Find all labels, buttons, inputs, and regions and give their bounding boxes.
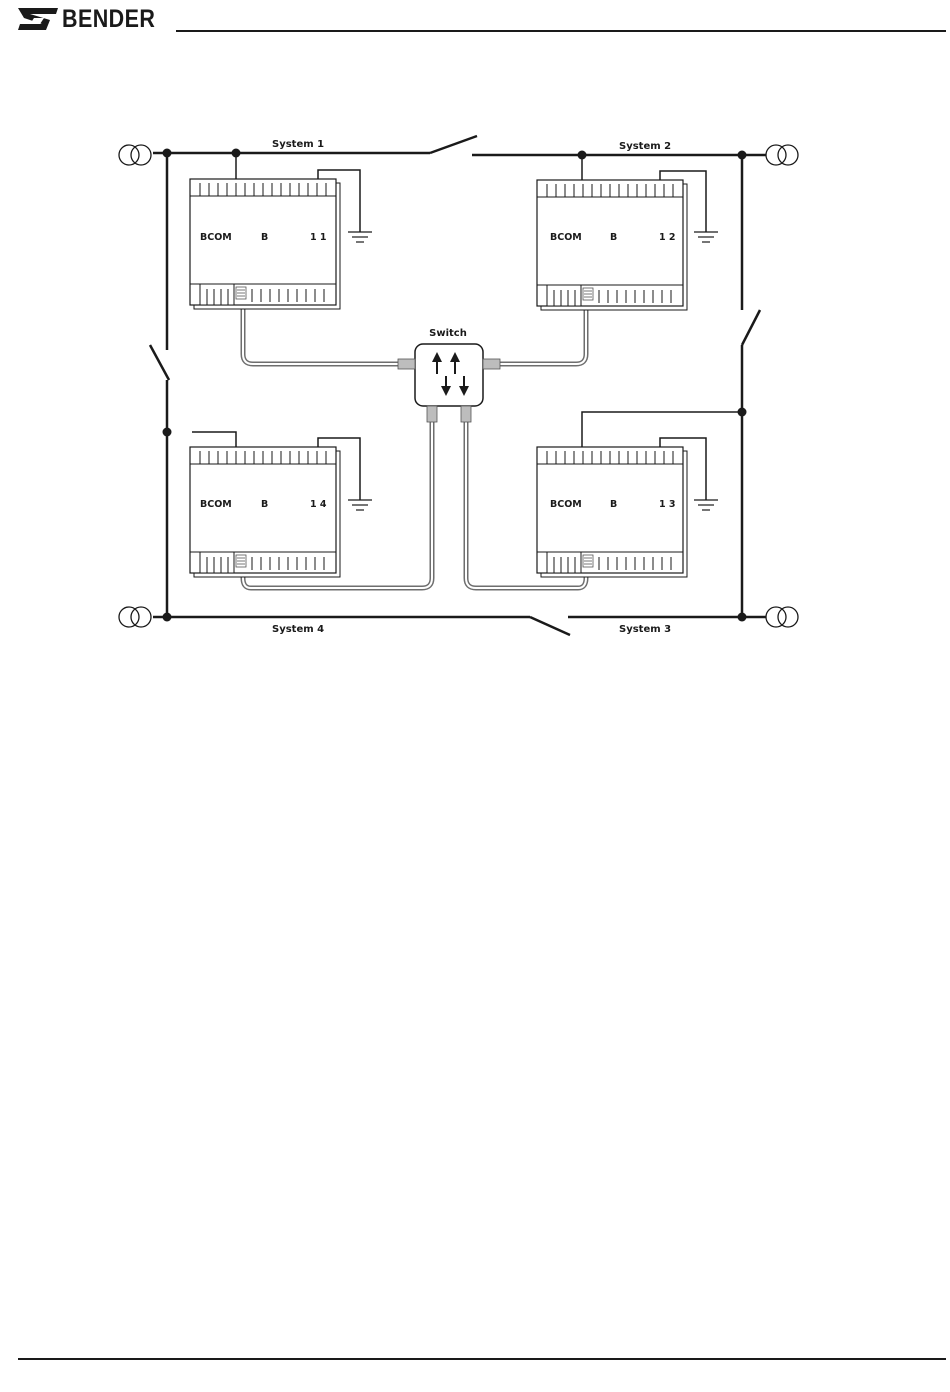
- device-address: 1 4: [310, 499, 327, 510]
- device-address: 1 2: [659, 232, 676, 243]
- bcom-device-14: BCOM B 1 4: [190, 447, 340, 577]
- device-address: 1 3: [659, 499, 676, 510]
- switch-label: Switch: [429, 328, 467, 339]
- footer-divider: [18, 1358, 946, 1360]
- bcom-device-13: BCOM B 1 3: [537, 447, 687, 577]
- ground-icon: [348, 232, 372, 242]
- ground-icon: [694, 500, 718, 510]
- device-name: BCOM: [550, 232, 582, 243]
- system-label-1: System 1: [272, 139, 324, 150]
- ground-icon: [694, 232, 718, 242]
- device-model: B: [610, 499, 617, 510]
- bcom-device-11: BCOM B 1 1: [190, 179, 340, 309]
- bcom-device-12: BCOM B 1 2: [537, 180, 687, 310]
- transformer-icon: [766, 607, 798, 627]
- device-address: 1 1: [310, 232, 327, 243]
- network-switch: Switch: [398, 328, 500, 422]
- transformer-icon: [766, 145, 798, 165]
- transformer-icon: [119, 607, 151, 627]
- device-model: B: [610, 232, 617, 243]
- transformer-icon: [119, 145, 151, 165]
- device-name: BCOM: [200, 499, 232, 510]
- device-name: BCOM: [200, 232, 232, 243]
- ground-icon: [348, 500, 372, 510]
- device-model: B: [261, 499, 268, 510]
- system-label-3: System 3: [619, 624, 671, 635]
- device-model: B: [261, 232, 268, 243]
- system-label-4: System 4: [272, 624, 324, 635]
- device-name: BCOM: [550, 499, 582, 510]
- network-diagram: System 1 System 2 System 3 System 4: [0, 0, 950, 700]
- system-label-2: System 2: [619, 141, 671, 152]
